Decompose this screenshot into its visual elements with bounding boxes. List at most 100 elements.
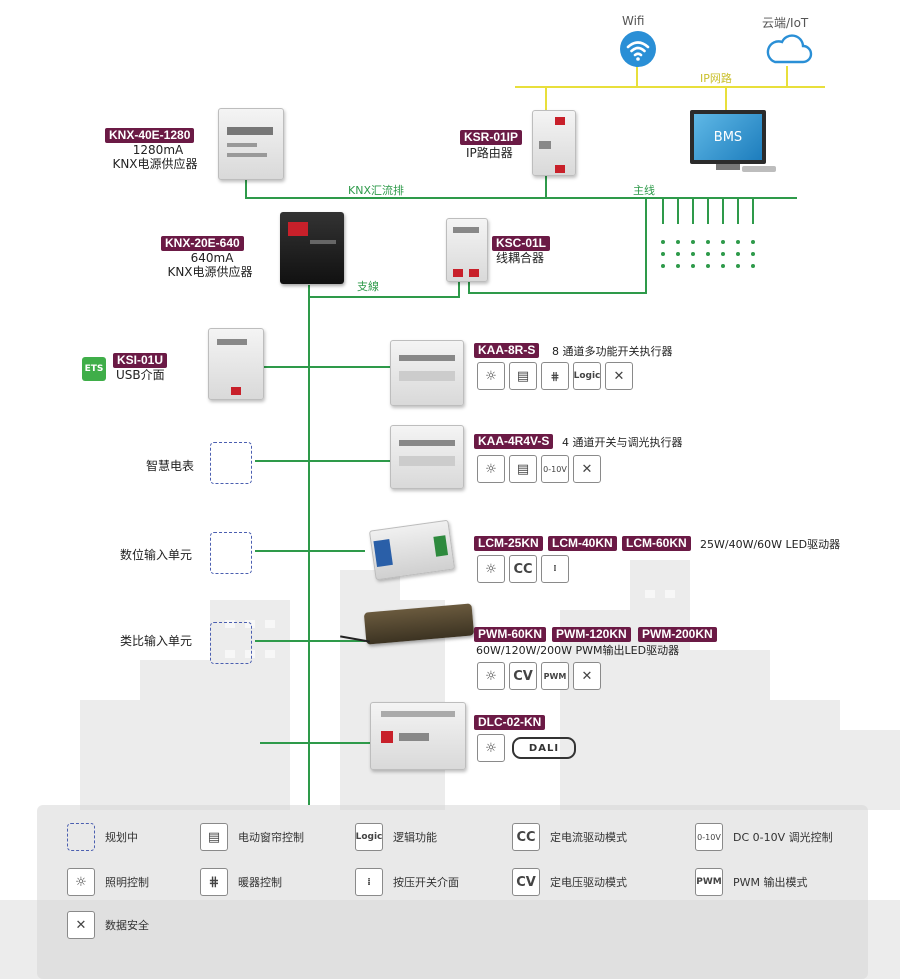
legend-dim-text: DC 0-10V 调光控制: [733, 831, 833, 844]
main-line-dot: [736, 240, 740, 244]
lcm-push-switch-icon: ⁞: [541, 555, 569, 583]
legend-lighting-text: 照明控制: [105, 876, 149, 889]
kaa-8r-s-model-tag: KAA-8R-S: [474, 343, 540, 358]
pwm-desc: 60W/120W/200W PWM输出LED驱动器: [476, 644, 680, 657]
kaa-8r-s-security-icon: ✕: [605, 362, 633, 390]
main-line-dot: [736, 252, 740, 256]
pwm-security-icon: ✕: [573, 662, 601, 690]
kaa-4r4v-s-device-image: [390, 425, 464, 489]
dlc-02-kn-device-image: [370, 702, 466, 770]
legend-dim: 0-10V DC 0-10V 调光控制: [695, 823, 833, 851]
legend-pwm-text: PWM 输出模式: [733, 876, 808, 889]
legend-dim-icon-text: 0-10V: [697, 832, 721, 842]
tap-meter: [255, 460, 390, 462]
legend-heater-text: 暖器控制: [238, 876, 282, 889]
legend-curtain-text: 电动窗帘控制: [238, 831, 304, 844]
router-knx-drop: [545, 175, 547, 198]
tap-analog: [255, 640, 365, 642]
dlc-lighting-icon: ☼: [477, 734, 505, 762]
main-line-dot: [661, 264, 665, 268]
lcm-25kn-tag: LCM-25KN: [474, 536, 543, 551]
legend-curtain: ▤ 电动窗帘控制: [200, 823, 304, 851]
legend-cv-text: 定电压驱动模式: [550, 876, 627, 889]
kaa-4r4v-s-dim-icon: 0-10V: [541, 455, 569, 483]
ksc-01l-device-image: [446, 218, 488, 282]
ip-bus-label: IP网路: [700, 72, 732, 85]
push-switch-icon: ⁞: [355, 868, 383, 896]
kaa-8r-s-desc: 8 通道多功能开关执行器: [552, 345, 673, 358]
bms-label: BMS: [713, 129, 743, 145]
router-ip-drop: [545, 86, 547, 110]
main-line-drop-tick: [752, 198, 754, 224]
heater-icon: ⋕: [200, 868, 228, 896]
kaa-8r-s-logic-icon: Logic: [573, 362, 601, 390]
cv-icon: CV: [512, 868, 540, 896]
ksr-01ip-model-tag: KSR-01IP: [460, 130, 523, 145]
knx-20e-spec: 640mA: [190, 251, 234, 265]
coupler-main-drop: [468, 280, 470, 293]
analog-input-label: 类比输入单元: [120, 634, 193, 648]
pwm-cv-text: CV: [513, 668, 533, 684]
main-line-dot: [676, 240, 680, 244]
curtain-icon: ▤: [200, 823, 228, 851]
main-line-dot: [661, 240, 665, 244]
legend-push-switch-text: 按压开关介面: [393, 876, 459, 889]
lcm-lighting-icon: ☼: [477, 555, 505, 583]
main-line-drop-tick: [677, 198, 679, 224]
kaa-8r-s-logic-text: Logic: [573, 371, 601, 381]
wifi-icon: [620, 31, 656, 67]
main-line-dot: [706, 252, 710, 256]
pwm-pwm-text: PWM: [543, 671, 567, 681]
dim-icon: 0-10V: [695, 823, 723, 851]
main-line-dot: [751, 264, 755, 268]
logic-icon: Logic: [355, 823, 383, 851]
main-line-dot: [691, 264, 695, 268]
kaa-4r4v-s-curtain-icon: ▤: [509, 455, 537, 483]
legend-logic-text: 逻辑功能: [393, 831, 437, 844]
main-line-drop-tick: [737, 198, 739, 224]
legend-lighting: ☼ 照明控制: [67, 868, 149, 896]
legend-cc: CC 定电流驱动模式: [512, 823, 627, 851]
ksc-01l-model-tag: KSC-01L: [492, 236, 551, 251]
legend-heater: ⋕ 暖器控制: [200, 868, 282, 896]
main-line-drop-tick: [707, 198, 709, 224]
main-line-dot: [721, 264, 725, 268]
ksi-01u-desc: USB介面: [116, 368, 165, 382]
pwm-cv-icon: CV: [509, 662, 537, 690]
cloud-drop-line: [786, 66, 788, 88]
legend-logic: Logic 逻辑功能: [355, 823, 437, 851]
knx-20e-model-tag: KNX-20E-640: [161, 236, 244, 251]
legend-pwm: PWM PWM 输出模式: [695, 868, 808, 896]
ksc-01l-desc: 线耦合器: [496, 251, 545, 265]
cloud-icon: [766, 34, 813, 64]
main-line-label: 主线: [633, 184, 655, 197]
legend-security: ✕ 数据安全: [67, 911, 149, 939]
coupler-branch-drop: [458, 280, 460, 297]
main-line-dot: [706, 240, 710, 244]
kaa-8r-s-heater-icon: ⋕: [541, 362, 569, 390]
lcm-desc: 25W/40W/60W LED驱动器: [700, 538, 841, 551]
legend-security-text: 数据安全: [105, 919, 149, 932]
knx-40e-model-tag: KNX-40E-1280: [105, 128, 195, 143]
dali-logo-text: DALI: [528, 742, 560, 754]
cloud-label: 云端/IoT: [762, 16, 809, 30]
ksi-01u-device-image: [208, 328, 264, 400]
knx-40e-1280-device-image: [218, 108, 284, 180]
main-line-dot: [721, 252, 725, 256]
branch-to-coupler-h: [308, 296, 460, 298]
main-line-dot: [706, 264, 710, 268]
main-line-dot: [736, 264, 740, 268]
ets-badge: ETS: [82, 357, 106, 381]
ip-bus-line: [515, 86, 825, 88]
wifi-label: Wifi: [622, 14, 645, 28]
legend-planning-text: 规划中: [105, 831, 138, 844]
security-icon: ✕: [67, 911, 95, 939]
bms-monitor-stand: [716, 164, 740, 170]
tap-digital: [255, 550, 365, 552]
ksr-01ip-device-image: [532, 110, 576, 176]
legend-panel: 规划中 ▤ 电动窗帘控制 Logic 逻辑功能 CC 定电流驱动模式 0-10V…: [37, 805, 868, 979]
pwm-lighting-icon: ☼: [477, 662, 505, 690]
knx-main-line: [245, 197, 797, 199]
lcm-60kn-tag: LCM-60KN: [622, 536, 691, 551]
legend-logic-icon-text: Logic: [355, 832, 383, 842]
